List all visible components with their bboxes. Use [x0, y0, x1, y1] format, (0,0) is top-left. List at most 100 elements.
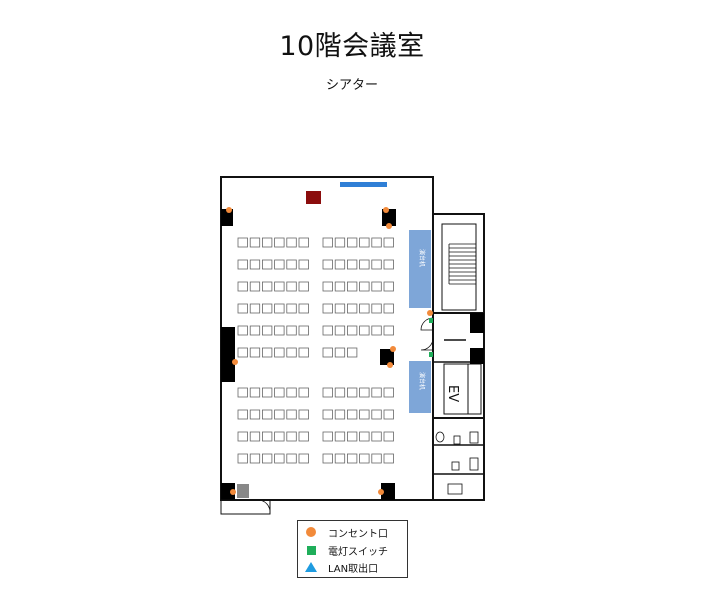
seat — [237, 431, 248, 442]
seat — [274, 431, 285, 442]
seat — [298, 325, 309, 336]
seat — [237, 259, 248, 270]
pillar — [470, 348, 484, 364]
switches — [429, 318, 433, 357]
seat — [322, 325, 333, 336]
seat — [298, 409, 309, 420]
seat — [359, 237, 370, 248]
seat — [249, 431, 261, 442]
seat — [286, 303, 297, 314]
side-table-lower — [409, 361, 431, 413]
elevator-label: EV — [445, 385, 460, 402]
seat — [286, 387, 297, 398]
seat — [371, 453, 382, 464]
outlet — [378, 489, 384, 495]
seat — [334, 347, 346, 358]
seat — [261, 387, 273, 398]
seat — [274, 387, 285, 398]
outlet — [427, 310, 433, 316]
seat — [383, 281, 394, 292]
outlet — [390, 346, 396, 352]
seat — [286, 409, 297, 420]
side-table-upper — [409, 230, 431, 308]
seat — [359, 453, 370, 464]
seat — [346, 409, 358, 420]
pillar — [381, 483, 395, 500]
seat — [261, 453, 273, 464]
seat — [249, 303, 261, 314]
restrooms — [435, 431, 479, 495]
seat — [346, 237, 358, 248]
seat — [286, 347, 297, 358]
lan-triangle-icon — [304, 560, 318, 574]
seat — [237, 303, 248, 314]
seat — [371, 303, 382, 314]
seat — [298, 281, 309, 292]
seat — [237, 281, 248, 292]
outlet — [232, 359, 238, 365]
seat — [371, 409, 382, 420]
seat — [249, 453, 261, 464]
toilet-icon — [435, 431, 445, 443]
seat — [334, 431, 346, 442]
seat — [334, 409, 346, 420]
pillar — [221, 483, 235, 500]
staircase — [441, 223, 477, 311]
balcony — [220, 499, 271, 515]
seat — [334, 325, 346, 336]
seat — [274, 281, 285, 292]
layout-subtitle: シアター — [325, 78, 378, 93]
seat — [371, 325, 382, 336]
seat — [286, 431, 297, 442]
outlet — [230, 489, 236, 495]
seat — [359, 259, 370, 270]
seat — [286, 281, 297, 292]
seat — [359, 431, 370, 442]
seat — [298, 431, 309, 442]
seat — [371, 387, 382, 398]
outlet — [226, 207, 232, 213]
outlets — [226, 207, 433, 495]
seat — [274, 303, 285, 314]
legend-item-switch: 電灯スイッチ — [298, 542, 388, 558]
page-title: 10階会議室 — [279, 31, 425, 62]
seat — [274, 347, 285, 358]
seat — [237, 325, 248, 336]
seat — [334, 387, 346, 398]
seat — [298, 237, 309, 248]
seat — [286, 453, 297, 464]
seat — [371, 431, 382, 442]
legend: コンセント口 電灯スイッチ LAN取出口 — [297, 520, 408, 578]
seat — [249, 259, 261, 270]
toilet-icon — [469, 431, 479, 444]
seat — [298, 347, 309, 358]
seat — [322, 281, 333, 292]
legend-label: 電灯スイッチ — [328, 546, 388, 558]
outlet — [383, 207, 389, 213]
seat — [383, 409, 394, 420]
seat — [322, 259, 333, 270]
seat — [286, 325, 297, 336]
seat — [298, 453, 309, 464]
seat — [346, 325, 358, 336]
seat — [298, 259, 309, 270]
seat — [346, 281, 358, 292]
seating — [237, 237, 394, 464]
seat — [359, 387, 370, 398]
seat — [298, 387, 309, 398]
outlet — [387, 362, 393, 368]
seat — [383, 431, 394, 442]
seat — [261, 259, 273, 270]
seat — [383, 259, 394, 270]
pillars — [221, 209, 484, 500]
seat — [334, 303, 346, 314]
light-switch — [429, 352, 433, 357]
sink-icon — [447, 483, 463, 495]
seat — [274, 453, 285, 464]
seat — [261, 237, 273, 248]
seat — [274, 237, 285, 248]
toilet-icon — [469, 457, 479, 471]
seat — [334, 237, 346, 248]
pillar — [221, 209, 233, 226]
